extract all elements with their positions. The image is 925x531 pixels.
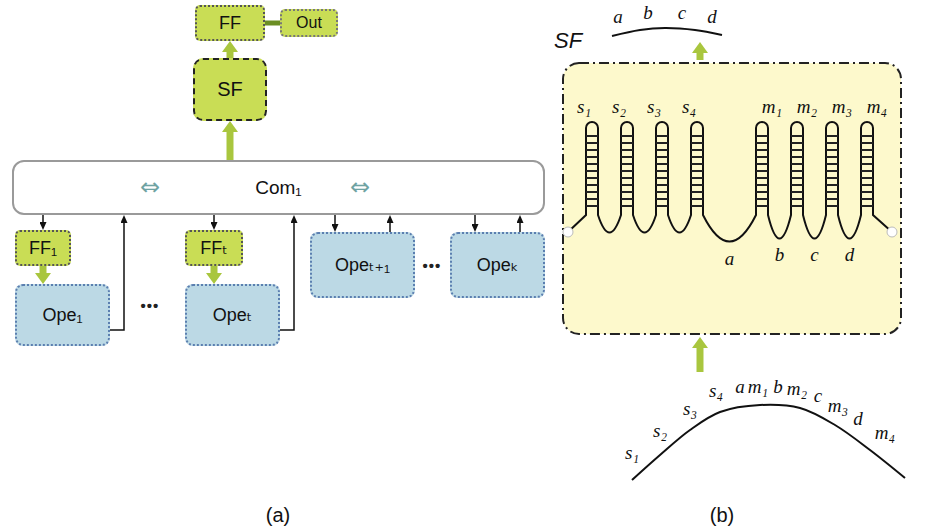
flip-flop-box: FFₜ (185, 230, 243, 266)
strand-label: s₃ (683, 399, 697, 418)
strand-label: s₄ (709, 381, 723, 400)
flow-arrow (40, 266, 47, 273)
hairpin-label: m₂ (797, 97, 817, 116)
strand-label: m₃ (828, 396, 848, 415)
loop-label: b (775, 245, 785, 264)
strand-label: b (643, 3, 653, 22)
node-text: SF (217, 78, 243, 101)
connector (42, 215, 44, 222)
loop-label: c (810, 245, 818, 264)
flow-arrow (697, 348, 704, 372)
hairpin-label: s₁ (577, 97, 591, 116)
connector (265, 21, 280, 26)
base-pairs (586, 136, 873, 206)
strand-label: m₂ (787, 379, 807, 398)
node-text: FF₁ (29, 238, 57, 259)
connector (474, 215, 476, 224)
node-text: Com₁ (255, 177, 302, 199)
hairpin-label: m₃ (832, 97, 852, 116)
node-text: SF (554, 28, 582, 53)
strand-label: a (735, 377, 745, 396)
hairpin-label: s₃ (647, 97, 661, 116)
strand-label: a (613, 7, 623, 26)
strand-label: m₁ (748, 377, 768, 396)
operation-box: Opeₜ₊₁ (310, 232, 415, 298)
panel-label: (a) (266, 505, 290, 525)
function-box: SF (193, 58, 267, 121)
strand-label: s₁ (625, 443, 639, 462)
connector (519, 223, 521, 232)
loop-label: d (845, 245, 855, 264)
strand-label: c (678, 3, 686, 22)
flip-flop-box: FF (195, 5, 265, 41)
strand-label: d (853, 409, 863, 428)
exchange-symbol: ⇔ (140, 175, 160, 199)
hairpin-strand (568, 122, 892, 242)
node-text: Opeₖ (477, 255, 519, 276)
flow-arrow (227, 132, 234, 160)
communication-bus: Com₁ (12, 160, 545, 215)
exchange-symbol: ⇔ (350, 175, 370, 199)
connector (334, 215, 336, 224)
hairpin-label: m₁ (762, 97, 782, 116)
node-text: Out (296, 14, 322, 32)
strand-label: b (773, 377, 783, 396)
flip-flop-box: FF₁ (15, 230, 71, 266)
connector (110, 223, 124, 330)
output-box: Out (280, 9, 338, 37)
strand-end (563, 227, 573, 237)
operation-box: Opeₖ (450, 232, 545, 298)
operation-box: Ope₁ (15, 284, 110, 346)
connector (389, 223, 391, 232)
operation-box: Opeₜ (185, 284, 280, 346)
ellipsis: ••• (141, 298, 160, 313)
node-text: Ope₁ (42, 305, 82, 326)
ellipsis: ••• (423, 258, 442, 273)
node-text: Opeₜ₊₁ (335, 255, 390, 276)
output-strand (612, 28, 722, 36)
input-strand (632, 405, 905, 480)
loop-label: a (725, 249, 735, 268)
panel-label: (b) (710, 505, 734, 525)
node-text: FFₜ (200, 238, 227, 259)
connector (213, 215, 215, 222)
strand-label: c (814, 386, 822, 405)
flow-arrow (697, 53, 704, 60)
hairpin-label: m₄ (867, 97, 887, 116)
flow-arrow (211, 266, 218, 273)
hairpin-label: s₄ (682, 97, 696, 116)
strand-label: s₂ (653, 421, 667, 440)
connector (280, 223, 294, 330)
hairpin-label: s₂ (612, 97, 626, 116)
node-text: FF (219, 13, 241, 34)
strand-label: d (707, 7, 717, 26)
panel-outline (563, 63, 901, 334)
strand-label: m₄ (875, 423, 895, 442)
strand-end (887, 227, 897, 237)
node-text: Opeₜ (213, 305, 252, 326)
